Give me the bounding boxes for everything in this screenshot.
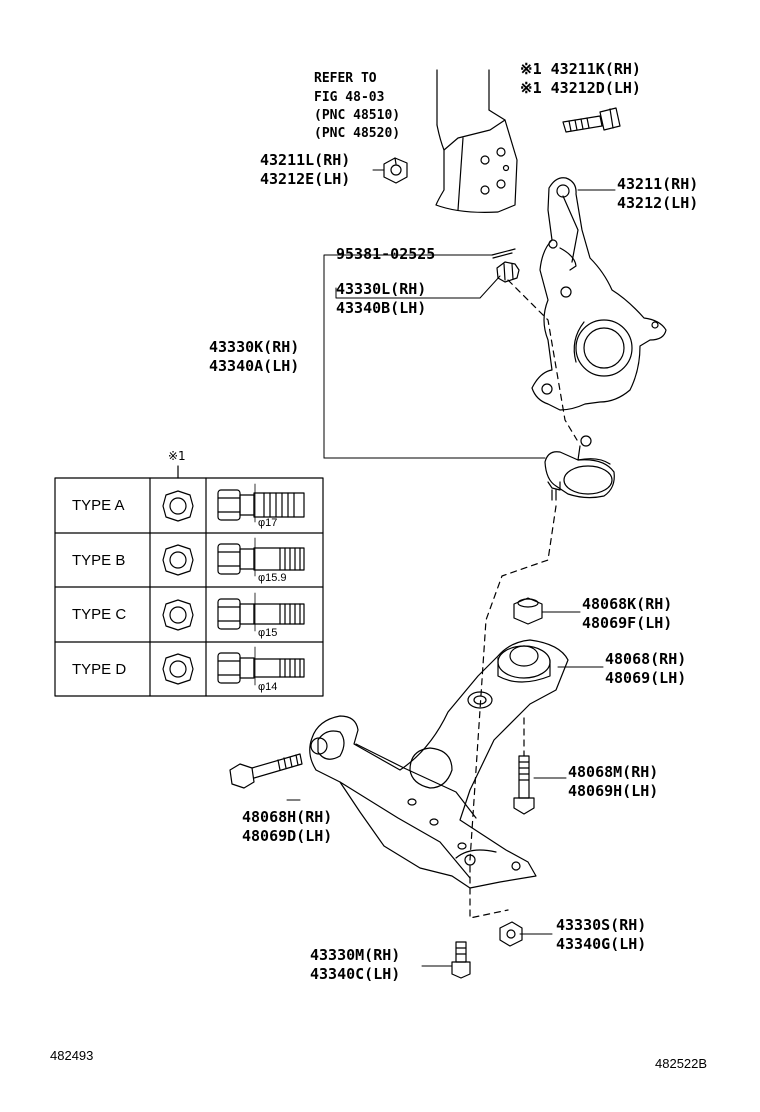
refer-line-4: (PNC 48520) <box>314 126 401 141</box>
callout-43330l-line-2: 43340B(LH) <box>336 299 427 317</box>
callout-43330m-line-2: 43340C(LH) <box>310 965 401 983</box>
callout-43330m-line-1: 43330M(RH) <box>310 946 401 964</box>
refer-line-3: (PNC 48510) <box>314 108 401 123</box>
callout-48068-line-1: 48068(RH) <box>605 650 687 668</box>
callout-48068k-line-2: 48069F(LH) <box>582 614 673 632</box>
table-dim-d: φ14 <box>258 681 278 693</box>
table-type-a: TYPE A <box>72 497 125 514</box>
callout-43211l-line-2: 43212E(LH) <box>260 170 351 188</box>
callout-43330l-line-1: 43330L(RH) <box>336 280 427 298</box>
refer-line-2: FIG 48-03 <box>314 90 385 105</box>
nut-icon <box>162 599 194 631</box>
arm-bolt-horizontal-drawing <box>229 753 303 789</box>
callout-43330k-line-2: 43340A(LH) <box>209 357 300 375</box>
table-bolt-icons <box>217 483 305 686</box>
table-mark: ※1 <box>168 449 186 463</box>
table-nut-icons <box>162 490 194 685</box>
strut-drawing <box>435 69 518 213</box>
table-dim-c: φ15 <box>258 627 278 639</box>
bolt-icon <box>217 537 305 577</box>
table-dim-a: φ17 <box>258 517 278 529</box>
callout-43211-line-1: 43211(RH) <box>617 175 699 193</box>
callout-48068m-line-2: 48069H(LH) <box>568 782 659 800</box>
dashed-guides <box>469 279 578 919</box>
callout-43211l-line-1: 43211L(RH) <box>260 151 351 169</box>
table-dim-b: φ15.9 <box>258 572 287 584</box>
bolt-icon <box>217 646 305 686</box>
table-type-c: TYPE C <box>72 606 127 623</box>
refer-line-1: REFER TO <box>314 71 377 86</box>
arm-bolt-vertical-drawing <box>513 755 535 815</box>
callout-48068-line-2: 48069(LH) <box>605 669 687 687</box>
bolt-icon <box>217 592 305 632</box>
callout-43330s-line-1: 43330S(RH) <box>556 916 647 934</box>
table-type-b: TYPE B <box>72 552 126 569</box>
type-table <box>54 465 324 697</box>
callout-48068h-line-1: 48068H(RH) <box>242 808 333 826</box>
upper-bolt-drawing <box>562 107 621 133</box>
arm-nut-drawing <box>513 597 543 625</box>
callout-43330s-line-2: 43340G(LH) <box>556 935 647 953</box>
callout-43330k-line-1: 43330K(RH) <box>209 338 300 356</box>
callout-48068m-line-1: 48068M(RH) <box>568 763 659 781</box>
lower-arm-drawing <box>309 639 569 889</box>
callout-43211-line-2: 43212(LH) <box>617 194 699 212</box>
nut-icon <box>162 653 194 685</box>
bottom-bolt-drawing <box>451 941 471 979</box>
callout-48068k-line-1: 48068K(RH) <box>582 595 673 613</box>
nut-icon <box>162 490 194 522</box>
table-type-d: TYPE D <box>72 661 127 678</box>
callout-43211k-line-1: ※1 43211K(RH) <box>520 60 641 78</box>
callout-95381-line-1: 95381-02525 <box>336 245 436 263</box>
knuckle-drawing <box>531 177 667 411</box>
cotter-pin-drawing <box>491 248 516 259</box>
ball-joint-drawing <box>544 435 615 501</box>
castle-nut-drawing <box>496 261 520 283</box>
leader-lines <box>286 169 616 967</box>
figure-code-left: 482493 <box>50 1048 94 1063</box>
bottom-nut-drawing <box>499 921 523 947</box>
upper-nut-drawing <box>383 157 408 184</box>
figure-code-right: 482522B <box>655 1056 708 1071</box>
callout-43211k-line-2: ※1 43212D(LH) <box>520 79 641 97</box>
callout-48068h-line-2: 48069D(LH) <box>242 827 333 845</box>
bolt-icon <box>217 483 305 523</box>
nut-icon <box>162 544 194 576</box>
